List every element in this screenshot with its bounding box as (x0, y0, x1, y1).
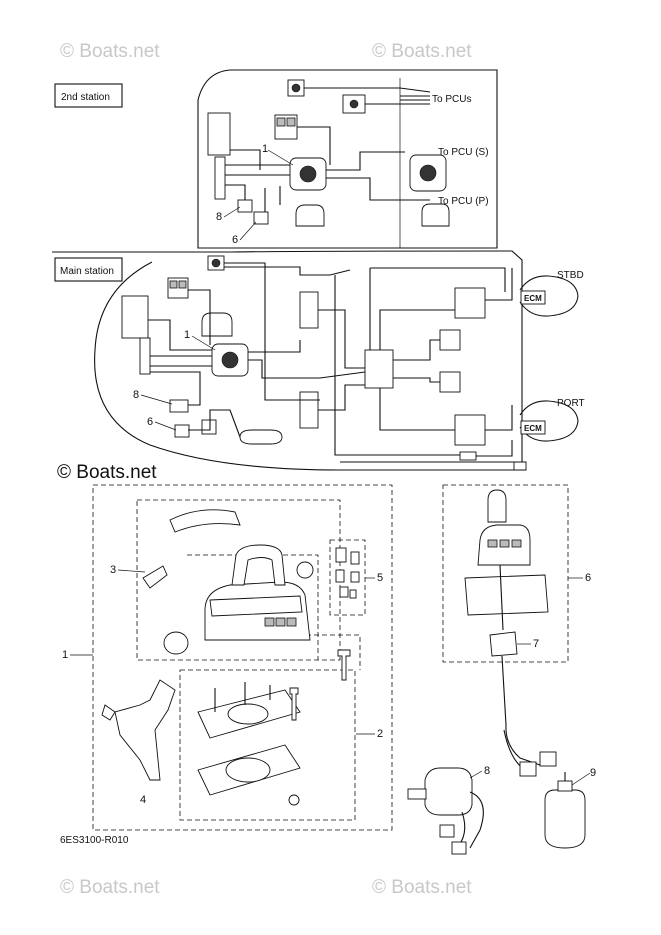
to-pcus-label: To PCUs (432, 94, 471, 105)
control-box-assembly (92, 484, 393, 831)
callout-6-second: 6 (232, 234, 238, 246)
callout-1-assembly: 1 (62, 649, 68, 661)
watermark-top-left: © Boats.net (60, 41, 160, 62)
second-station-panel: 2nd station To PCUs To PCU (S) To PCU (P… (54, 69, 498, 249)
callout-8-second: 8 (216, 211, 222, 223)
watermark-top-right: © Boats.net (372, 41, 472, 62)
second-station-label: 2nd station (61, 92, 110, 103)
part-8-sensor (407, 767, 484, 855)
main-station-panel: Main station ECM ECM STBD PORT (52, 250, 585, 471)
callout-5: 5 (377, 572, 383, 584)
ecm-label-port: ECM (524, 424, 542, 433)
callout-1-main: 1 (184, 329, 190, 341)
callout-8-part: 8 (484, 765, 490, 777)
diagram-code: 6ES3100-R010 (60, 835, 129, 846)
part-9-component (544, 772, 586, 849)
callout-8-main: 8 (133, 389, 139, 401)
callout-6-main: 6 (147, 416, 153, 428)
watermark-bottom-left: © Boats.net (60, 877, 160, 898)
to-pcu-p-label: To PCU (P) (438, 196, 489, 207)
brand-mark: © Boats.net (57, 462, 157, 483)
main-station-label: Main station (60, 266, 114, 277)
stbd-label: STBD (557, 270, 584, 281)
port-label: PORT (557, 398, 585, 409)
callout-2: 2 (377, 728, 383, 740)
to-pcu-s-label: To PCU (S) (438, 147, 489, 158)
callout-9: 9 (590, 767, 596, 779)
callout-3: 3 (110, 564, 116, 576)
callout-1-second: 1 (262, 143, 268, 155)
callout-7: 7 (533, 638, 539, 650)
watermark-bottom-right: © Boats.net (372, 877, 472, 898)
ecm-label-stbd: ECM (524, 294, 542, 303)
second-station-box (54, 83, 123, 108)
callout-6-joystick: 6 (585, 572, 591, 584)
main-station-box (54, 257, 123, 282)
callout-4: 4 (140, 794, 146, 806)
joystick-assembly (442, 484, 569, 777)
